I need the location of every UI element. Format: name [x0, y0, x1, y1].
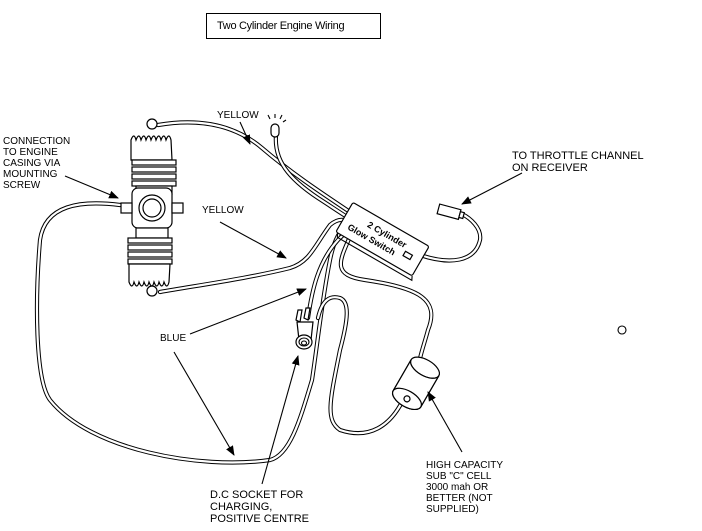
label-yellow-mid: YELLOW [202, 205, 244, 216]
wire-yellow-bottom [157, 217, 351, 295]
glow-plug-bottom [146, 285, 158, 297]
two-cylinder-engine [120, 135, 184, 287]
arrow-battery [427, 391, 463, 453]
switch-led-window [402, 250, 414, 261]
label-blue: BLUE [160, 333, 187, 344]
label-connection: CONNECTION TO ENGINE CASING VIA MOUNTING… [3, 136, 71, 191]
arrow-connection [64, 175, 119, 199]
label-throttle: TO THROTTLE CHANNEL ON RECEIVER [512, 150, 644, 174]
label-dc-socket: D.C SOCKET FOR CHARGING, POSITIVE CENTRE [210, 489, 310, 525]
wire-led [273, 132, 355, 223]
wire-battery [338, 229, 434, 371]
wire-blue-loop [34, 201, 353, 465]
arrow-blue-lower [173, 351, 235, 456]
arrow-throttle [461, 172, 523, 205]
arrow-yellow-mid [219, 221, 287, 259]
sub-c-battery [391, 356, 441, 411]
led-indicator [267, 114, 287, 138]
label-battery: HIGH CAPACITY SUB "C" CELL 3000 mah OR B… [426, 460, 504, 515]
wire-receiver [417, 211, 483, 263]
dc-charging-socket [295, 307, 314, 350]
arrow-dc-socket [261, 355, 300, 485]
receiver-connector [436, 203, 466, 221]
glow-plug-top [146, 118, 158, 130]
label-yellow-top: YELLOW [217, 110, 259, 121]
wire-battery-return [315, 295, 405, 436]
diagram-title: Two Cylinder Engine Wiring [206, 13, 381, 39]
arrow-yellow-top [239, 121, 251, 145]
arrow-blue-upper [189, 288, 307, 335]
wire-yellow-top [155, 120, 353, 215]
stray-circle-mark [617, 325, 627, 335]
glow-switch-box: 2 Cylinder Glow Switch [336, 202, 429, 282]
